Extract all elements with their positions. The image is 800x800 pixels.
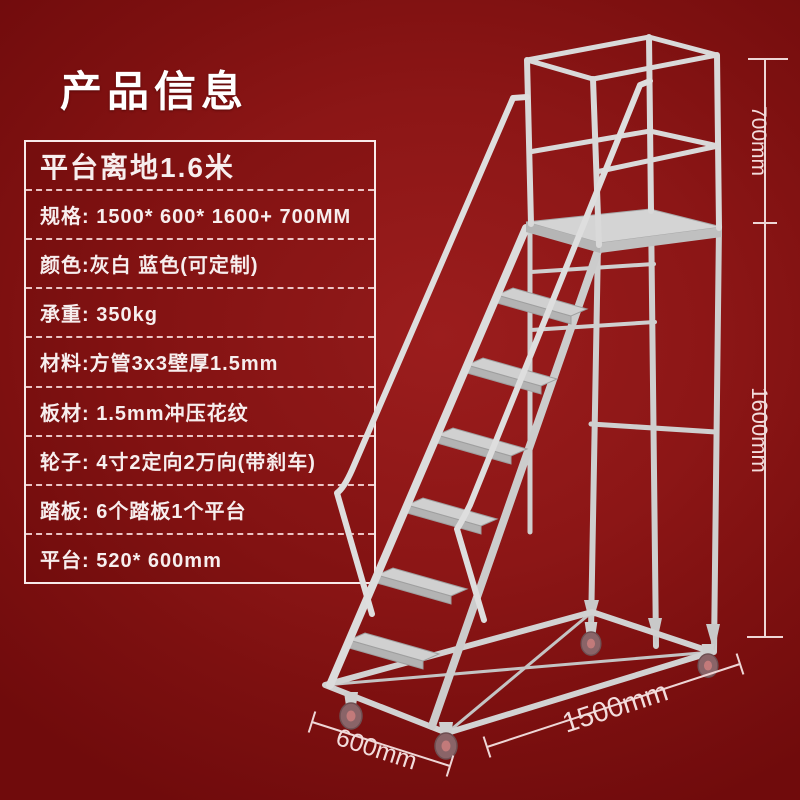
- page-title: 产品信息: [60, 68, 249, 115]
- rear-frame: [527, 207, 722, 655]
- leg-gussets: [584, 600, 720, 652]
- base-frame: [322, 609, 715, 736]
- product-spec-panel: 平台离地1.6米 规格: 1500* 600* 1600+ 700MM 颜色:灰…: [24, 140, 376, 584]
- guardrail-cage: [524, 34, 722, 248]
- dimension-label-guardrail-height: 700mm: [747, 106, 770, 176]
- handrails: [334, 78, 653, 623]
- spec-row-load: 承重: 350kg: [26, 289, 374, 339]
- spec-row-material: 材料:方管3x3壁厚1.5mm: [26, 338, 374, 388]
- spec-row-wheels: 轮子: 4寸2定向2万向(带刹车): [26, 437, 374, 486]
- platform: [525, 208, 723, 253]
- spec-row-treads: 踏板: 6个踏板1个平台: [26, 486, 374, 535]
- dimension-label-platform-height: 1600mm: [747, 387, 772, 473]
- spec-row-platform-height: 平台离地1.6米: [26, 142, 374, 192]
- dimension-label-base-depth: 600mm: [332, 723, 420, 775]
- dimension-label-base-length: 1500mm: [558, 675, 671, 738]
- caster-wheels: [339, 622, 719, 760]
- spec-row-plate: 板材: 1.5mm冲压花纹: [26, 388, 374, 437]
- spec-row-size: 规格: 1500* 600* 1600+ 700MM: [26, 191, 374, 241]
- dimension-lines: [307, 58, 788, 777]
- spec-row-platform-size: 平台: 520* 600mm: [40, 549, 222, 572]
- spec-row-color: 颜色:灰白 蓝色(可定制): [26, 240, 374, 290]
